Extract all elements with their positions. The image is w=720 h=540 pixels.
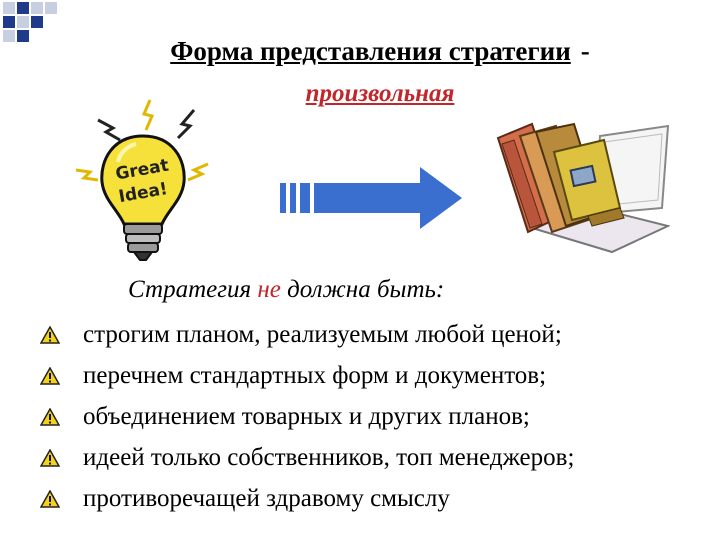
corner-decoration — [3, 2, 57, 42]
intro-after: должна быть: — [280, 276, 445, 303]
list-item-text: противоречащей здравому смыслу — [83, 485, 450, 512]
list-item-text: объединением товарных и других планов; — [83, 403, 530, 430]
arrow-right-icon — [280, 167, 462, 229]
warning-icon — [40, 408, 60, 426]
intro-negation: не — [257, 276, 281, 303]
page-title: Форма представления стратегии- — [100, 36, 660, 67]
light-bulb-icon: Great Idea! — [75, 99, 209, 261]
list-item-text: строгим планом, реализуемым любой ценой; — [83, 321, 562, 348]
warning-icon — [40, 326, 60, 344]
page-subtitle: произвольная — [305, 80, 455, 107]
intro-before: Стратегия — [128, 276, 258, 303]
title-dash: - — [580, 36, 590, 66]
books-folders-icon — [496, 122, 670, 254]
list-item-text: перечнем стандартных форм и документов; — [83, 362, 547, 389]
warning-icon — [40, 490, 60, 508]
intro-text: Стратегия не должна быть: — [128, 276, 444, 304]
warning-icon — [40, 449, 60, 467]
list-item-text: идеей только собственников, топ менеджер… — [83, 444, 575, 471]
warning-icon — [40, 367, 60, 385]
title-text: Форма представления стратегии — [170, 36, 571, 66]
